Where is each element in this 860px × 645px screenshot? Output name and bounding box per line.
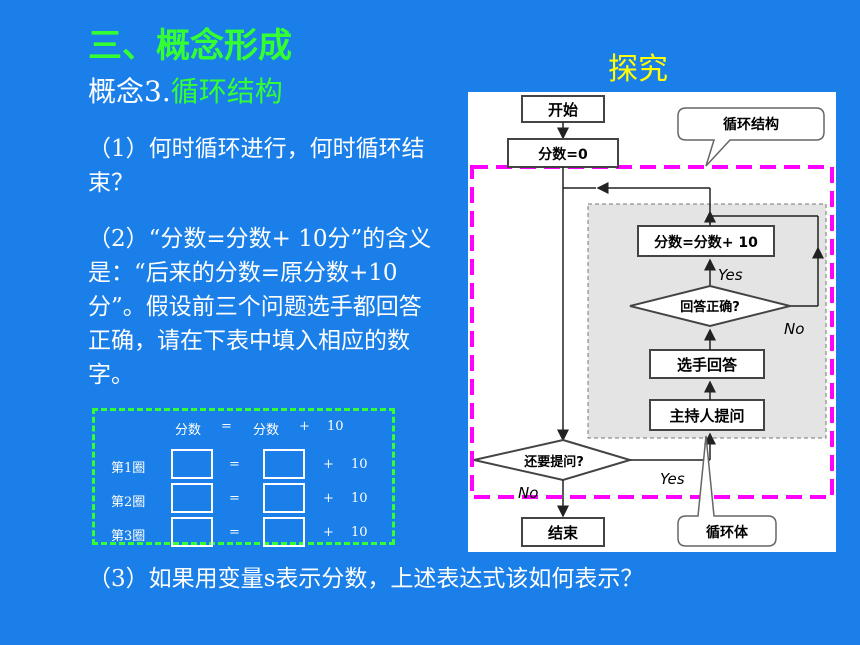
table-header-right: 分数: [253, 423, 280, 438]
row-num: 10: [351, 491, 368, 506]
row-plus: +: [323, 457, 334, 472]
row-eq: =: [229, 457, 240, 472]
host-question-label: 主持人提问: [669, 407, 744, 425]
loop-structure-callout: [677, 107, 825, 167]
table-header-eq: =: [221, 419, 232, 434]
check-answer-label: 回答正确?: [680, 299, 740, 315]
more-questions-label: 还要提问?: [523, 454, 584, 470]
answer-box-left[interactable]: [171, 517, 213, 547]
concept-title: 概念3.循环结构: [88, 70, 283, 110]
explore-label: 探究: [608, 52, 668, 87]
update-box: [637, 225, 775, 257]
answer-box-right[interactable]: [263, 517, 305, 547]
answer-box-left[interactable]: [171, 449, 213, 479]
row-num: 10: [351, 457, 368, 472]
host-question-box: [649, 399, 765, 431]
yes-inner-label: Yes: [718, 266, 743, 284]
row-eq: =: [229, 525, 240, 540]
section-heading: 三、概念形成: [88, 26, 292, 66]
loop-body-callout: [677, 435, 777, 547]
row-plus: +: [323, 525, 334, 540]
yes-outer-label: Yes: [660, 470, 685, 488]
start-box: [521, 95, 605, 123]
contestant-answer-label: 选手回答: [677, 356, 738, 374]
contestant-answer-box: [649, 349, 765, 379]
loop-structure-callout-label: 循环结构: [723, 116, 779, 133]
row-plus: +: [323, 491, 334, 506]
row-eq: =: [229, 491, 240, 506]
answer-box-right[interactable]: [263, 449, 305, 479]
start-label: 开始: [548, 101, 578, 119]
table-header-plus: +: [299, 419, 310, 434]
question-2: （2）“分数=分数+ 10分”的含义是：“后来的分数=原分数+10分”。假设前三…: [88, 226, 432, 388]
init-label: 分数=0: [538, 146, 588, 163]
score-table: 分数 = 分数 + 10 第1圈 = + 10 第2圈 = + 10 第3圈 =…: [92, 408, 395, 547]
answer-box-right[interactable]: [263, 483, 305, 513]
loop-structure-border: [470, 165, 834, 499]
end-box: [521, 517, 605, 547]
row-label: 第3圈: [111, 529, 146, 544]
no-outer-label: No: [518, 484, 538, 502]
update-label: 分数=分数+ 10: [654, 234, 758, 251]
table-header-left: 分数: [175, 423, 202, 438]
answer-box-left[interactable]: [171, 483, 213, 513]
check-answer-diamond: [629, 284, 791, 328]
end-label: 结束: [548, 524, 579, 542]
loop-flowchart: 开始 分数=0 循环结构 分数=分数+ 10 Yes 回答正确?: [468, 92, 836, 552]
question-1: （1）何时循环进行，何时循环结束？: [88, 136, 425, 196]
row-label: 第2圈: [111, 495, 146, 510]
init-box: [507, 138, 619, 168]
row-label: 第1圈: [111, 461, 146, 476]
loop-body-callout-label: 循环体: [706, 524, 749, 541]
concept-name: 循环结构: [170, 75, 283, 108]
flowchart-svg: 开始 分数=0 循环结构 分数=分数+ 10 Yes 回答正确?: [470, 95, 834, 547]
question-3: （3）如果用变量s表示分数，上述表达式该如何表示？: [88, 566, 644, 592]
table-header-num: 10: [327, 419, 344, 434]
concept-prefix: 概念3.: [88, 75, 171, 108]
row-num: 10: [351, 525, 368, 540]
no-inner-label: No: [784, 320, 804, 338]
